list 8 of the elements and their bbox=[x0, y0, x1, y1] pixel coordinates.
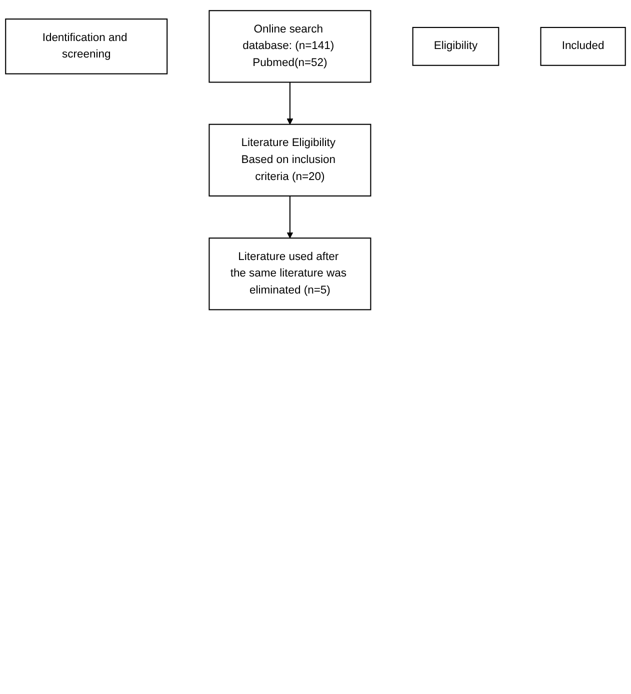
arrow bbox=[286, 196, 294, 238]
node-box: Identification and screening bbox=[5, 18, 168, 74]
node-box: Eligibility bbox=[412, 26, 500, 66]
node-box: Literature used after the same literature was eliminated (n=5) bbox=[208, 238, 372, 310]
node-box: Included bbox=[540, 26, 626, 66]
arrow bbox=[286, 82, 294, 125]
node-box: Literature Eligibility Based on inclusion criteria (n=20) bbox=[208, 124, 372, 196]
node-box: Online search database: (n=141) Pubmed(n=52) bbox=[208, 10, 372, 83]
